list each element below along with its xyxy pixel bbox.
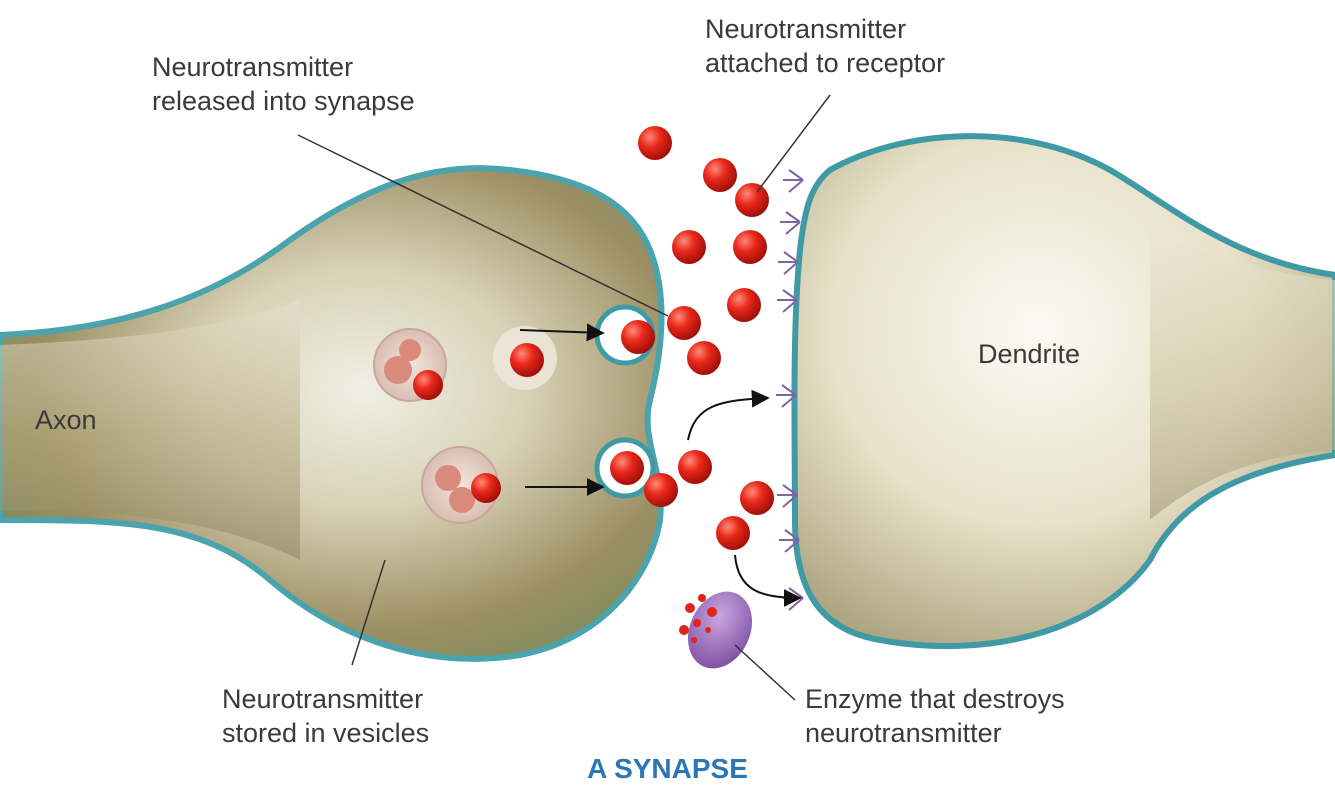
enzyme <box>676 581 764 679</box>
label-released-into-synapse: Neurotransmitter released into synapse <box>152 50 415 118</box>
label-line: Enzyme that destroys <box>805 682 1065 716</box>
figure-caption: A SYNAPSE <box>0 752 1335 786</box>
axon-terminal <box>0 168 662 659</box>
label-attached-to-receptor: Neurotransmitter attached to receptor <box>705 12 945 80</box>
label-line: neurotransmitter <box>805 716 1065 750</box>
label-axon: Axon <box>35 403 97 437</box>
vesicle-cluster-upper <box>374 329 446 401</box>
label-line: Neurotransmitter <box>152 50 415 84</box>
label-line: stored in vesicles <box>222 716 429 750</box>
label-enzyme: Enzyme that destroys neurotransmitter <box>805 682 1065 750</box>
label-line: Neurotransmitter <box>705 12 945 46</box>
label-stored-in-vesicles: Neurotransmitter stored in vesicles <box>222 682 429 750</box>
label-line: Neurotransmitter <box>222 682 429 716</box>
dendrite <box>776 136 1335 646</box>
label-dendrite: Dendrite <box>978 337 1080 371</box>
vesicle-single <box>493 326 557 390</box>
label-line: released into synapse <box>152 84 415 118</box>
label-line: attached to receptor <box>705 46 945 80</box>
arrow-to-receptor <box>688 398 768 440</box>
arrow-to-enzyme <box>735 555 800 598</box>
